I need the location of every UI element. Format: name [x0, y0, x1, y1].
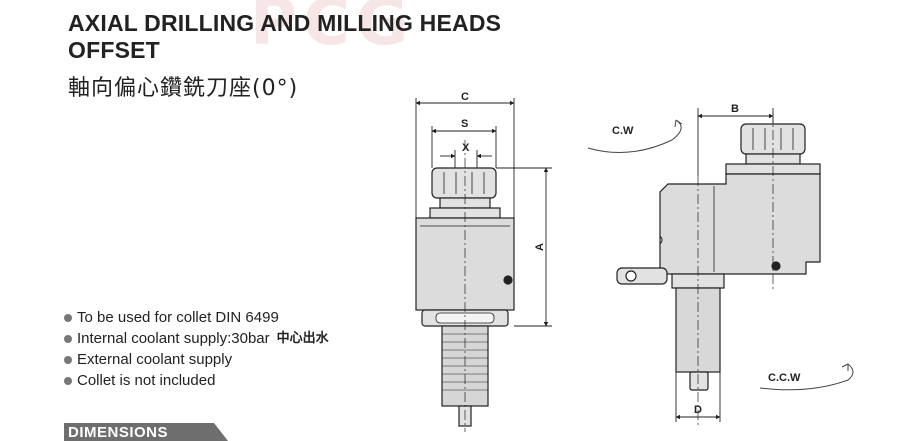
- bullet-icon: [64, 334, 72, 343]
- ccw-arrow-icon: [759, 363, 854, 391]
- feature-item: Internal coolant supply:30bar 中心出水: [64, 328, 329, 349]
- collet-nut: [431, 167, 497, 199]
- coolant-port: [503, 275, 513, 285]
- feature-list: To be used for collet DIN 6499 Internal …: [64, 307, 329, 391]
- side-dimensions: [675, 108, 774, 422]
- front-view: [415, 140, 515, 432]
- dim-label-d: D: [694, 404, 702, 416]
- dim-label-a: A: [534, 243, 546, 251]
- title-line-1: AXIAL DRILLING AND MILLING HEADS: [68, 10, 502, 36]
- feature-text: To be used for collet DIN 6499: [77, 309, 279, 326]
- side-view: [616, 112, 821, 425]
- dim-label-s: S: [461, 118, 468, 130]
- bullet-icon: [64, 355, 72, 364]
- title-chinese: 軸向偏心鑽銑刀座(0°): [68, 76, 299, 101]
- bullet-icon: [64, 376, 72, 385]
- dim-label-b: B: [731, 103, 739, 115]
- cw-arrow-icon: [587, 119, 682, 153]
- bullet-icon: [64, 313, 72, 322]
- rotation-cw-label: C.W: [612, 125, 634, 137]
- feature-text: Collet is not included: [77, 372, 216, 389]
- feature-text: External coolant supply: [77, 351, 233, 368]
- page-title: AXIAL DRILLING AND MILLING HEADS OFFSET: [68, 10, 501, 64]
- title-line-2: OFFSET: [68, 37, 160, 63]
- rotation-ccw-label: C.C.W: [768, 372, 801, 384]
- side-body: [659, 173, 821, 275]
- dim-label-c: C: [461, 91, 469, 103]
- front-dimensions: [415, 98, 552, 327]
- side-coolant-port: [771, 261, 781, 271]
- brand-watermark: PCG: [250, 0, 415, 60]
- feature-text: Internal coolant supply:30bar: [77, 330, 270, 347]
- feature-item: External coolant supply: [64, 349, 329, 370]
- feature-item: Collet is not included: [64, 370, 329, 391]
- feature-item: To be used for collet DIN 6499: [64, 307, 329, 328]
- rotation-indicators: [587, 119, 854, 391]
- feature-text-zh: 中心出水: [276, 331, 329, 346]
- side-pin: [689, 371, 709, 391]
- dim-label-x: X: [462, 142, 470, 154]
- clamp-arm: [616, 267, 668, 285]
